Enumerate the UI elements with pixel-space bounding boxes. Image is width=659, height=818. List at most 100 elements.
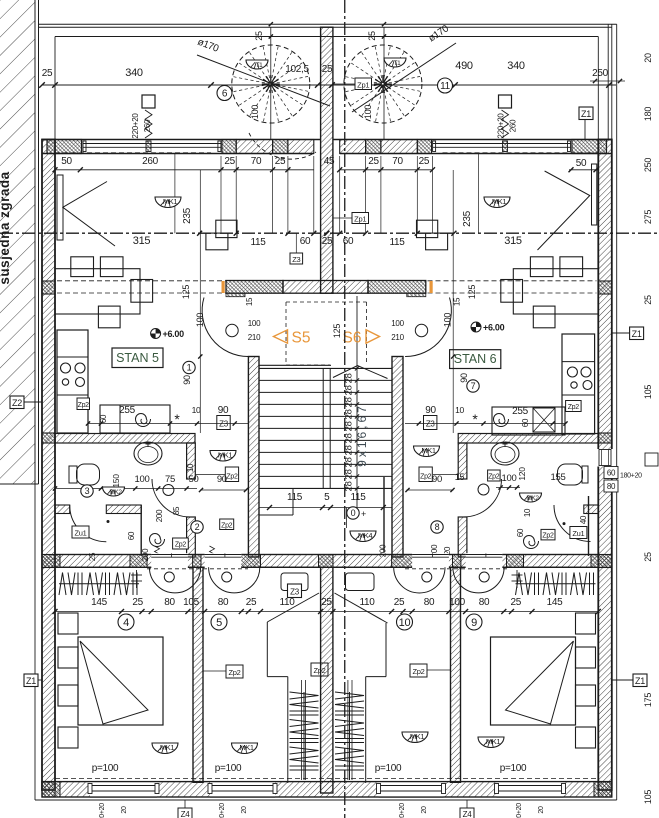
svg-text:105: 105 — [183, 597, 200, 608]
svg-text:+6.00: +6.00 — [163, 329, 185, 339]
svg-text:120: 120 — [517, 467, 527, 481]
svg-text:Zp2: Zp2 — [175, 542, 187, 549]
svg-text:235: 235 — [462, 210, 473, 227]
svg-text:105: 105 — [643, 385, 653, 399]
svg-text:MK1: MK1 — [421, 446, 435, 455]
svg-text:90: 90 — [459, 373, 469, 383]
svg-text:60: 60 — [127, 531, 136, 540]
svg-text:T1: T1 — [394, 60, 402, 67]
svg-text:20: 20 — [121, 806, 128, 814]
svg-text:9: 9 — [471, 617, 477, 629]
svg-text:70: 70 — [251, 156, 262, 167]
svg-text:125: 125 — [467, 285, 477, 299]
svg-text:100: 100 — [248, 319, 261, 328]
svg-text:25: 25 — [42, 68, 53, 79]
svg-text:Zp1: Zp1 — [357, 81, 369, 90]
svg-text:490: 490 — [455, 60, 473, 72]
svg-text:10: 10 — [399, 617, 411, 629]
svg-text:11: 11 — [440, 81, 451, 92]
svg-text:28: 28 — [344, 373, 355, 383]
svg-text:80: 80 — [607, 482, 616, 491]
svg-text:25: 25 — [254, 31, 264, 41]
svg-text:STAN 5: STAN 5 — [116, 351, 159, 365]
svg-text:3: 3 — [85, 486, 90, 496]
svg-text:25: 25 — [88, 552, 97, 561]
svg-text:60: 60 — [607, 469, 616, 478]
svg-text:100: 100 — [363, 105, 373, 119]
svg-text:80: 80 — [218, 597, 229, 608]
svg-text:15: 15 — [245, 297, 254, 306]
svg-text:220+20: 220+20 — [516, 803, 523, 818]
svg-text:T1: T1 — [256, 62, 264, 69]
svg-text:340: 340 — [125, 67, 143, 79]
svg-text:10: 10 — [186, 463, 195, 472]
svg-text:Z3: Z3 — [219, 420, 229, 429]
svg-text:25: 25 — [368, 156, 379, 167]
svg-text:235: 235 — [182, 207, 193, 224]
svg-text:60: 60 — [521, 418, 530, 427]
svg-text:10: 10 — [455, 405, 464, 415]
svg-text:100: 100 — [449, 597, 466, 608]
svg-text:20: 20 — [241, 806, 248, 814]
svg-text:S6: S6 — [343, 330, 362, 347]
svg-text:p=100: p=100 — [375, 763, 402, 774]
svg-text:260: 260 — [143, 119, 152, 132]
svg-text:S5: S5 — [292, 330, 311, 347]
svg-text:50: 50 — [576, 158, 587, 169]
svg-text:105: 105 — [643, 790, 653, 804]
svg-text:Z4: Z4 — [181, 810, 191, 818]
svg-text:100: 100 — [443, 313, 453, 327]
svg-text:Zp2: Zp2 — [568, 404, 580, 411]
svg-text:75: 75 — [165, 474, 175, 485]
svg-text:90: 90 — [218, 405, 229, 416]
svg-text:Zp2: Zp2 — [228, 668, 240, 677]
svg-text:2: 2 — [195, 522, 200, 532]
svg-text:10: 10 — [192, 405, 201, 415]
svg-text:145: 145 — [91, 597, 108, 608]
svg-text:25: 25 — [643, 552, 653, 562]
svg-text:200: 200 — [155, 509, 164, 522]
svg-text:1: 1 — [187, 363, 192, 373]
svg-text:80: 80 — [479, 597, 490, 608]
svg-text:115: 115 — [287, 492, 303, 503]
svg-text:Zp2: Zp2 — [221, 522, 233, 529]
svg-text:90: 90 — [182, 375, 192, 385]
svg-text:Zp2: Zp2 — [420, 474, 432, 481]
svg-text:255: 255 — [119, 405, 136, 416]
svg-text:260: 260 — [509, 119, 518, 132]
svg-text:200: 200 — [379, 544, 388, 557]
svg-text:275: 275 — [643, 210, 653, 224]
svg-text:Z2: Z2 — [12, 398, 22, 408]
svg-text:Zp2: Zp2 — [226, 474, 238, 481]
svg-text:25: 25 — [394, 597, 405, 608]
svg-text:220+20: 220+20 — [99, 803, 106, 818]
svg-text:25: 25 — [419, 156, 430, 167]
svg-text:5: 5 — [216, 617, 222, 629]
svg-text:100: 100 — [502, 473, 517, 484]
svg-text:28: 28 — [344, 421, 355, 431]
svg-text:28: 28 — [344, 469, 355, 479]
svg-text:0: 0 — [351, 508, 356, 518]
svg-text:250: 250 — [592, 68, 609, 79]
svg-text:MK1: MK1 — [492, 197, 506, 206]
svg-text:20: 20 — [443, 546, 452, 555]
svg-text:60: 60 — [516, 528, 525, 537]
svg-text:6: 6 — [222, 89, 228, 100]
svg-text:145: 145 — [547, 597, 564, 608]
svg-text:25: 25 — [275, 156, 286, 167]
svg-text:20: 20 — [538, 806, 545, 814]
svg-text:Z1: Z1 — [632, 329, 642, 339]
svg-text:25: 25 — [511, 597, 522, 608]
svg-text:250: 250 — [643, 158, 653, 172]
svg-text:25: 25 — [643, 295, 653, 305]
svg-text:28: 28 — [344, 433, 355, 443]
svg-text:115: 115 — [389, 237, 405, 248]
svg-text:260: 260 — [142, 156, 159, 167]
svg-text:25: 25 — [132, 597, 143, 608]
svg-text:Zp2: Zp2 — [313, 666, 325, 675]
svg-text:Z1: Z1 — [26, 676, 36, 686]
svg-text:4: 4 — [123, 617, 129, 629]
svg-text:MK2: MK2 — [109, 489, 122, 496]
svg-text:60: 60 — [343, 236, 354, 247]
svg-text:MK1: MK1 — [410, 732, 424, 741]
